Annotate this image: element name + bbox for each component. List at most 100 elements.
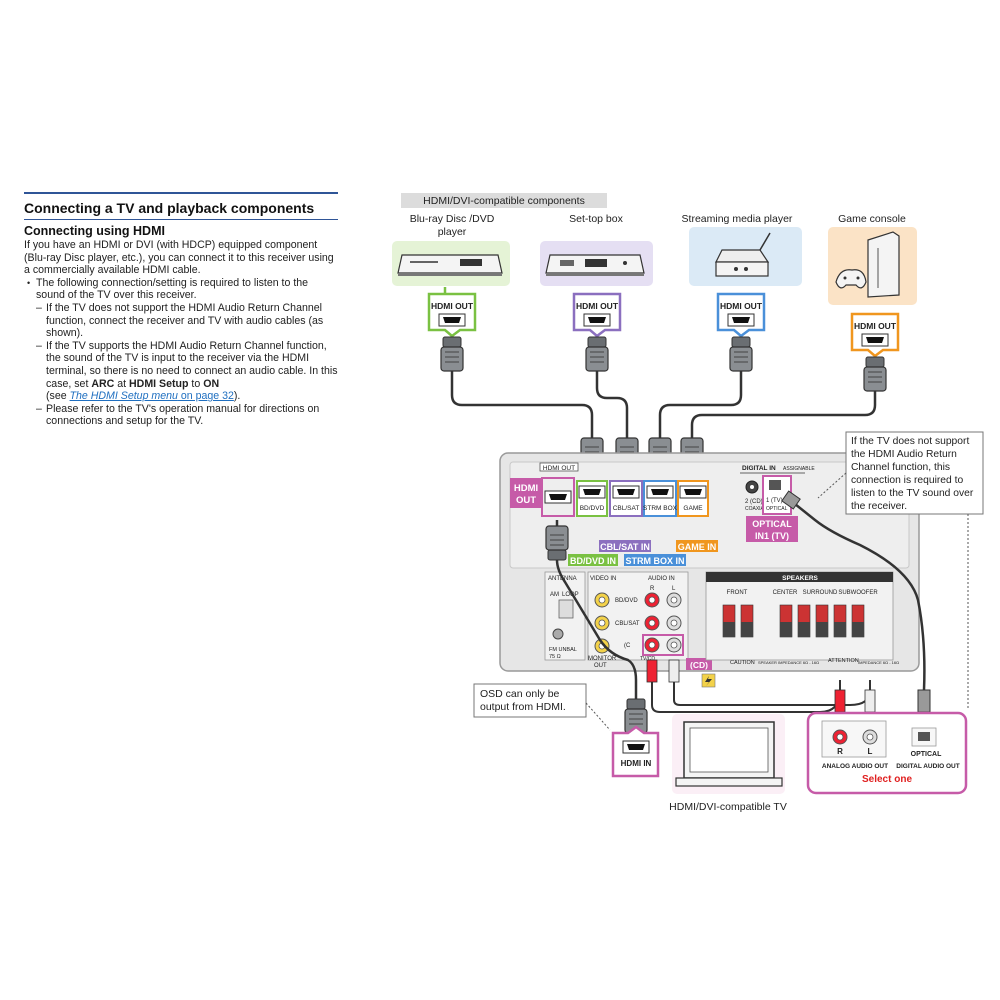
loop-label: LOOP: [562, 592, 579, 598]
optical-in-tag-line1: OPTICAL: [752, 519, 792, 529]
port-game-label: GAME: [683, 505, 703, 512]
hdmi-out-tag-line1: HDMI: [514, 483, 538, 494]
optical-out-label: OPTICAL: [911, 751, 942, 758]
arc-note-line4: connection is required to: [851, 475, 963, 486]
sub-item-no-arc: If the TV does not support the HDMI Audi…: [24, 302, 338, 340]
cd-tag: [686, 658, 712, 670]
hdmi-out-tag-line2: OUT: [516, 495, 536, 506]
section-subtitle: Connecting using HDMI: [24, 224, 165, 238]
device-label-streaming: Streaming media player: [682, 213, 793, 225]
tv-hdmi-in-label: HDMI IN: [621, 759, 652, 768]
port-cbl-label: CBL/SAT: [613, 505, 640, 512]
text-column: Connecting a TV and playback components …: [24, 192, 338, 428]
title-rule: [24, 219, 338, 220]
arc-note-box: [845, 431, 984, 515]
tag-cbl-in-text: CBL/SAT IN: [600, 542, 650, 552]
tag-game-in: [676, 540, 718, 552]
arc-note-line2: the HDMI Audio Return: [851, 449, 957, 460]
streaming-player-icon: [715, 232, 771, 277]
device-label-stb: Set-top box: [569, 213, 623, 225]
arc-note-line6: the receiver.: [851, 501, 907, 512]
section-title: Connecting a TV and playback components: [24, 200, 315, 216]
optical-number: 1 (TV): [766, 498, 783, 504]
bluray-player-icon: [397, 254, 503, 276]
osd-note-line2: output from HDMI.: [480, 701, 566, 713]
am-label: AM: [550, 592, 559, 598]
video-in-label: VIDEO IN: [590, 576, 616, 582]
tag-bd-in-text: BD/DVD IN: [570, 556, 616, 566]
hdmi-out-tag: [510, 478, 542, 508]
tv-hdmi-in[interactable]: HDMI IN: [611, 725, 660, 778]
page-32-link[interactable]: on page 32: [177, 390, 234, 403]
speakers-label: SPEAKERS: [782, 575, 818, 582]
hdmi-cable-to-tv: [545, 520, 648, 734]
bluray-hdmi-out[interactable]: HDMI OUT: [427, 287, 477, 338]
optical-label: OPTICAL: [766, 506, 788, 512]
osd-note-box: [473, 683, 587, 718]
port-bd-label: BD/DVD: [580, 505, 605, 512]
tag-bd-in: [568, 554, 618, 566]
fm-label-2: 75 Ω: [549, 654, 561, 660]
analog-out-label: ANALOG AUDIO OUT: [822, 763, 888, 770]
optical-in-tag-line2: IN1 (TV): [755, 531, 789, 541]
intro-paragraph: If you have an HDMI or DVI (with HDCP) e…: [24, 239, 334, 277]
hdmi-out-port-outline[interactable]: [541, 477, 575, 517]
set-top-box-icon: [545, 254, 645, 276]
audio-in-label: AUDIO IN: [648, 576, 675, 582]
front-label: FRONT: [727, 590, 748, 596]
monitor-out-label-1: MONITOR: [588, 656, 617, 662]
tv-cd-jack-outline[interactable]: [642, 634, 684, 656]
stb-hdmi-out-label: HDMI OUT: [576, 301, 619, 311]
center-label: CENTER: [773, 590, 798, 596]
stb-hdmi-out[interactable]: HDMI OUT: [572, 292, 622, 338]
components-header: HDMI/DVI-compatible components: [423, 195, 585, 207]
game-console-icon: [835, 231, 900, 298]
audio-bd-label: BD/DVD: [615, 598, 638, 604]
streaming-hdmi-out[interactable]: HDMI OUT: [716, 292, 766, 338]
receiver-hdmi-in-ports: BD/DVD CBL/SAT STRM BOX GAME: [576, 480, 709, 517]
tag-game-in-text: GAME IN: [678, 542, 717, 552]
game-hdmi-out-label: HDMI OUT: [854, 321, 897, 331]
arc-note-line5: listen to the TV sound over: [851, 488, 974, 499]
speaker-impedance-label: SPEAKER IMPEDANCE 6Ω - 16Ω: [758, 660, 819, 665]
attention-impedance-label: IMPEDANCE 6Ω - 16Ω: [858, 660, 899, 665]
optical-in-tag: [746, 516, 798, 542]
attention-label: ATTENTION: [828, 658, 859, 664]
tag-cbl-in: [599, 540, 651, 552]
sub-item-arc: If the TV supports the HDMI Audio Return…: [24, 340, 338, 403]
hdmi-setup-menu-link[interactable]: The HDMI Setup menu: [69, 390, 178, 403]
select-one-label: Select one: [862, 774, 912, 785]
hdmi-out-port-label: HDMI OUT: [543, 465, 575, 472]
tag-strm-in-text: STRM BOX IN: [625, 556, 684, 566]
cd-tag-text: (CD): [690, 660, 708, 670]
audio-c-label: (C: [624, 643, 631, 649]
device-label-bluray-2: player: [438, 226, 467, 238]
bullet-item: The following connection/setting is requ…: [24, 277, 338, 302]
hdmi-out-port-box: [539, 462, 579, 472]
audio-l-label: L: [672, 586, 676, 592]
heading-rule: [24, 192, 338, 194]
sub-item-tv-manual: Please refer to the TV's operation manua…: [24, 403, 338, 428]
fm-jack[interactable]: [552, 628, 564, 640]
device-label-game: Game console: [838, 213, 906, 225]
analog-r-label: R: [837, 747, 843, 756]
digital-in-label: DIGITAL IN: [742, 465, 776, 472]
audio-r-label: R: [650, 586, 655, 592]
fm-label-1: FM UNBAL: [549, 647, 577, 653]
surround-label: SURROUND: [803, 590, 838, 596]
coax-number: 2 (CD): [745, 499, 763, 505]
lightning-icon: [701, 673, 716, 688]
tag-strm-in: [624, 554, 686, 566]
caution-label: CAUTION: [730, 660, 755, 666]
analog-l-label: L: [868, 747, 873, 756]
game-hdmi-out[interactable]: HDMI OUT: [850, 312, 900, 358]
audio-cbl-label: CBL/SAT: [615, 621, 640, 627]
tv-cd-small-label: TV/CD: [640, 656, 655, 662]
streaming-hdmi-out-label: HDMI OUT: [720, 301, 763, 311]
port-strm-label: STRM BOX: [643, 505, 678, 512]
components-header-box: [401, 193, 607, 208]
monitor-out-label-2: OUT: [594, 663, 607, 669]
speaker-terminals[interactable]: [722, 604, 865, 638]
optical-cable: [781, 490, 931, 713]
